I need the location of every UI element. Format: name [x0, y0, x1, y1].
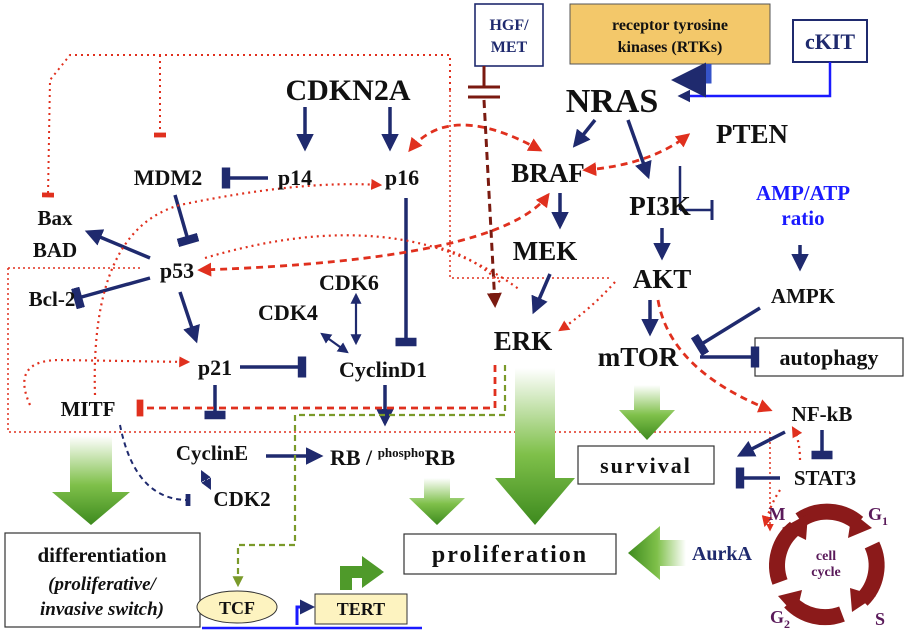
label-ampk: AMPK [771, 284, 836, 308]
tcf-ellipse [196, 590, 278, 624]
green-arrow-rb-proliferation [409, 478, 465, 525]
rtk-to-nras [671, 62, 712, 98]
green-arrow-erk-proliferation [495, 368, 575, 525]
label-mek: MEK [513, 236, 578, 266]
label-cdk2: CDK2 [213, 487, 270, 511]
green-arrow-tert-promoter [340, 556, 384, 590]
label-nras: NRAS [566, 83, 659, 120]
label-ratio: ratio [781, 206, 824, 230]
red-dashed-edges [136, 123, 773, 417]
label-rtk-2: kinases (RTKs) [618, 39, 723, 56]
label-stat3: STAT3 [794, 466, 856, 490]
mitf-to-cdk2 [119, 424, 191, 507]
label-cyclind1: CyclinD1 [339, 357, 427, 382]
label-p16: p16 [385, 165, 419, 190]
survival-box [577, 445, 715, 485]
cell-cycle-center-2: cycle [811, 565, 841, 580]
cell-cycle-g2: G2 [770, 607, 790, 631]
label-cdkn2a: CDKN2A [286, 74, 411, 107]
label-bcl2: Bcl-2 [29, 287, 76, 311]
label-pi3k: PI3K [629, 191, 691, 221]
label-cycline: CyclinE [176, 441, 248, 465]
label-pten: PTEN [716, 119, 789, 149]
label-autophagy: autophagy [779, 345, 878, 370]
cell-cycle-wheel [769, 503, 885, 626]
label-nfkb: NF-kB [792, 402, 853, 426]
green-arrow-mtor-survival [619, 385, 675, 440]
label-cdk4: CDK4 [258, 300, 318, 325]
label-erk: ERK [494, 326, 553, 356]
label-mitf: MITF [61, 397, 116, 421]
proliferation-box [403, 533, 617, 575]
label-p53: p53 [160, 258, 194, 283]
label-ckit: cKIT [805, 29, 855, 54]
differentiation-box [4, 532, 201, 628]
label-mdm2: MDM2 [134, 165, 202, 190]
navy-double-arrows [201, 292, 362, 490]
cell-cycle-center-1: cell [816, 549, 836, 564]
label-cdk6: CDK6 [319, 270, 379, 295]
label-tcf: TCF [219, 598, 255, 618]
navy-edges [71, 107, 833, 489]
rtk-box [569, 3, 771, 65]
tert-promoter-arrow [295, 599, 315, 625]
cell-cycle-g1: G1 [868, 504, 888, 528]
red-dotted-edges [23, 178, 803, 528]
label-met: MET [491, 39, 528, 56]
label-hgf: HGF/ [489, 17, 529, 34]
label-survival: survival [600, 453, 692, 478]
hgf-to-erk [482, 99, 502, 308]
tert-box [314, 593, 408, 625]
label-diff-sub2: invasive switch) [40, 599, 164, 620]
label-diff-sub1: (proliferative/ [48, 574, 157, 595]
ckit-to-nras [677, 62, 832, 103]
label-akt: AKT [633, 264, 692, 294]
label-rtk-1: receptor tyrosine [612, 17, 728, 34]
label-aurka: AurkA [692, 543, 753, 565]
label-bad: BAD [33, 238, 77, 262]
green-arrow-aurka-proliferation [628, 526, 686, 580]
cell-cycle-m: M [769, 504, 786, 524]
label-amp: AMP/ATP [756, 181, 850, 205]
label-braf: BRAF [511, 158, 585, 188]
label-p14: p14 [278, 165, 312, 190]
hgf-inhibit-bar [468, 85, 500, 99]
hgf-met-box [474, 3, 544, 67]
label-mtor: mTOR [598, 342, 679, 372]
cell-cycle-s: S [875, 609, 885, 629]
autophagy-box [754, 337, 904, 377]
label-rb: RB / phosphoRB [330, 445, 456, 470]
label-tert: TERT [337, 599, 385, 619]
erk-to-tcf [232, 365, 507, 588]
green-arrow-differentiation [52, 436, 130, 525]
label-differentiation: differentiation [37, 543, 166, 567]
label-p21: p21 [198, 355, 232, 380]
label-proliferation: proliferation [432, 542, 588, 568]
label-bax: Bax [37, 206, 73, 230]
